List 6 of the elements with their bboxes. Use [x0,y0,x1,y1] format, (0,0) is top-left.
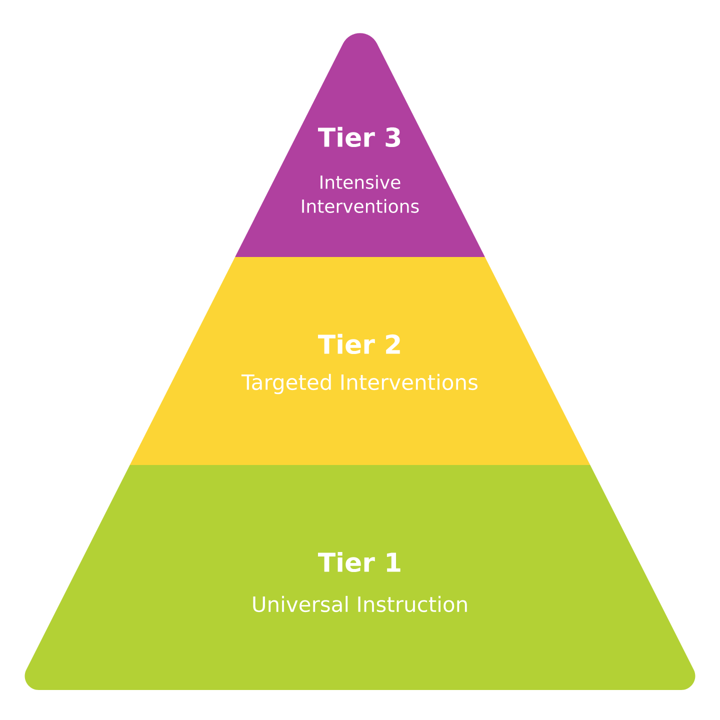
tier-description: Targeted Interventions [241,374,478,394]
tier-heading: Tier 2 [318,334,400,354]
tier-description: Universal Instruction [253,596,467,612]
tier-heading: Tier 3 [318,126,400,148]
tier-heading: Tier 1 [318,552,400,572]
tier-description: Intensive Interventions [302,175,419,213]
